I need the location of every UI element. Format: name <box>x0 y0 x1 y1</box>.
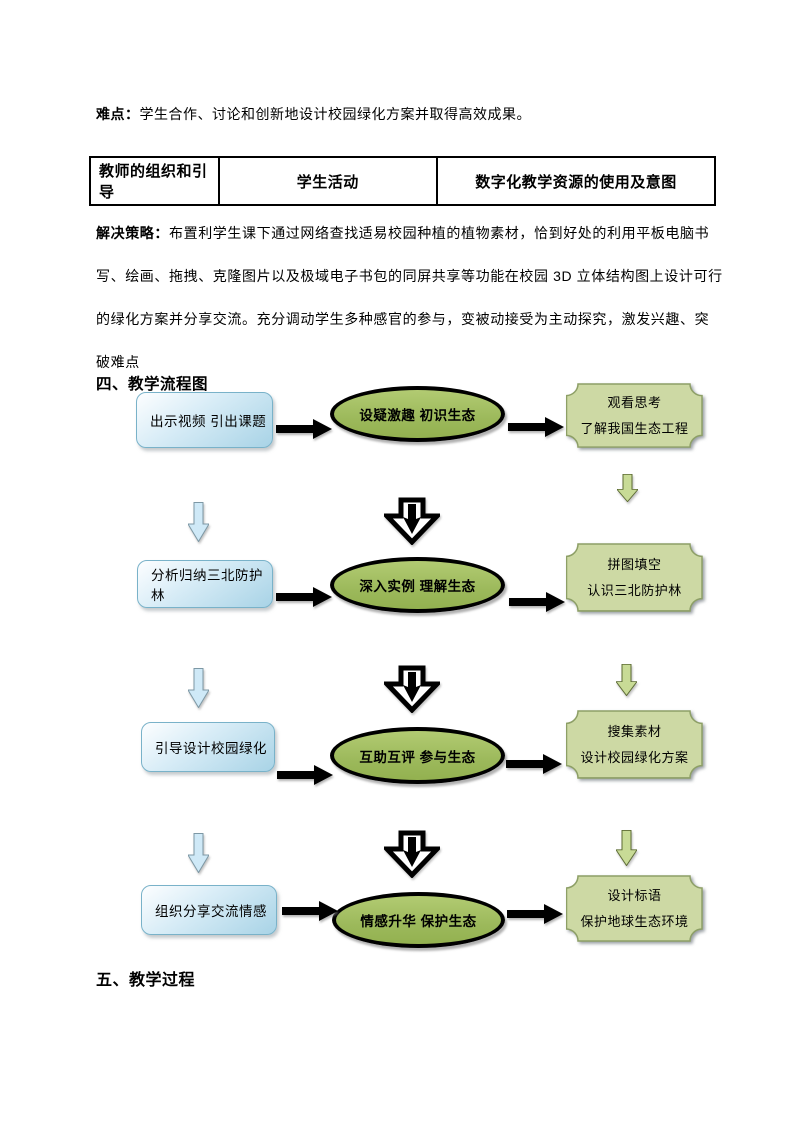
strategy-paragraph: 解决策略：布置利学生课下通过网络查找适易校园种植的植物素材，恰到好处的利用平板电… <box>96 212 736 384</box>
difficulty-text: 学生合作、讨论和创新地设计校园绿化方案并取得高效成果。 <box>139 106 531 122</box>
arrow-down-blue-icon <box>187 668 210 713</box>
section4-heading: 四、教学流程图 <box>96 376 209 393</box>
strategy-line-3: 的绿化方案并分享交流。充分调动学生多种感官的参与，变被动接受为主动探究，激发兴趣… <box>96 311 710 327</box>
section5-heading: 五、教学过程 <box>96 972 196 989</box>
plaque-shape <box>566 543 703 612</box>
flow-step2-teacher-box: 分析归纳三北防护林 <box>137 560 273 608</box>
strategy-line-4: 破难点 <box>96 354 140 370</box>
flow-step1-stage-ellipse: 设疑激趣 初识生态 <box>330 386 505 442</box>
arrow-down-black-icon <box>381 665 443 718</box>
flow-step3-teacher-box: 引导设计校园绿化 <box>141 722 275 772</box>
flow-step2-resource-plaque: 拼图填空 认识三北防护林 <box>566 543 703 613</box>
difficulty-label: 难点： <box>96 106 140 122</box>
lesson-plan-table: 教师的组织和引导 学生活动 数字化教学资源的使用及意图 <box>89 156 716 206</box>
table-header-student-activity: 学生活动 <box>220 158 438 204</box>
flow-step1-resource-plaque: 观看思考 了解我国生态工程 <box>566 383 703 449</box>
arrow-right-icon <box>506 753 563 780</box>
plaque-shape <box>566 710 703 779</box>
arrow-down-blue-icon <box>187 502 210 547</box>
strategy-label: 解决策略： <box>96 225 169 241</box>
flow-step1-teacher-box: 出示视频 引出课题 <box>136 392 273 448</box>
arrow-down-blue-icon <box>187 833 210 878</box>
arrow-down-green-icon <box>616 474 639 507</box>
arrow-down-black-icon <box>381 497 443 550</box>
plaque-shape <box>566 383 703 448</box>
flow-step4-stage-ellipse: 情感升华 保护生态 <box>332 892 505 948</box>
flow-step4-resource-plaque: 设计标语 保护地球生态环境 <box>566 875 703 943</box>
flow-step2-stage-ellipse: 深入实例 理解生态 <box>330 557 505 613</box>
arrow-right-icon <box>276 418 333 445</box>
arrow-right-icon <box>277 764 334 791</box>
table-header-teacher-guidance: 教师的组织和引导 <box>91 158 220 204</box>
arrow-right-icon <box>509 591 566 618</box>
arrow-right-icon <box>276 586 333 613</box>
arrow-right-icon <box>507 903 564 930</box>
arrow-down-black-icon <box>381 830 443 883</box>
arrow-down-green-icon <box>615 664 638 701</box>
flow-step3-stage-ellipse: 互助互评 参与生态 <box>330 727 505 784</box>
flow-step4-teacher-box: 组织分享交流情感 <box>141 885 277 935</box>
strategy-line-2: 写、绘画、拖拽、克隆图片以及极域电子书包的同屏共享等功能在校园 3D 立体结构图… <box>96 268 723 284</box>
flow-step3-resource-plaque: 搜集素材 设计校园绿化方案 <box>566 710 703 780</box>
strategy-line-1: 解决策略：布置利学生课下通过网络查找适易校园种植的植物素材，恰到好处的利用平板电… <box>96 225 710 241</box>
plaque-shape <box>566 875 703 942</box>
table-header-digital-resources: 数字化教学资源的使用及意图 <box>475 173 677 191</box>
difficulty-paragraph: 难点：学生合作、讨论和创新地设计校园绿化方案并取得高效成果。 <box>96 104 726 124</box>
arrow-right-icon <box>282 900 339 927</box>
arrow-right-icon <box>508 416 565 443</box>
arrow-down-green-icon <box>615 830 638 871</box>
